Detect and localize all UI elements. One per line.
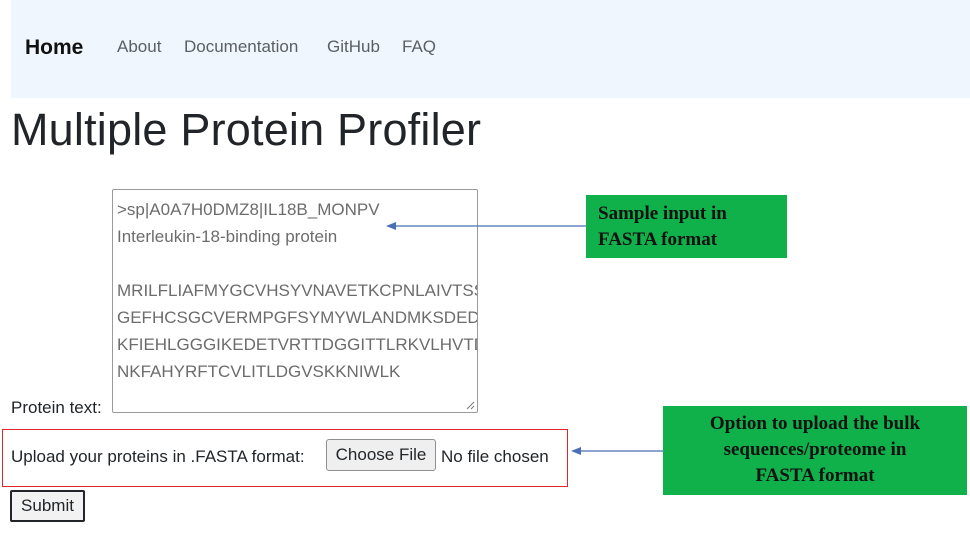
nav-about-link[interactable]: About — [117, 37, 162, 56]
page-title: Multiple Protein Profiler — [11, 104, 482, 155]
navbar: Home About Documentation GitHub FAQ — [11, 0, 970, 98]
placeholder-sequence-line: GEFHCSGCVERMPGFSYMYWLANDMKSDEDT — [117, 308, 478, 327]
sample-input-callout: Sample input in FASTA format — [586, 195, 787, 258]
nav-home-link[interactable]: Home — [25, 36, 84, 59]
nav-github-link[interactable]: GitHub — [327, 37, 380, 56]
arrow-icon — [386, 222, 586, 230]
callout-line: FASTA format — [598, 229, 718, 250]
placeholder-description-line: Interleukin-18-binding protein — [117, 227, 338, 246]
placeholder-sequence-line: KFIEHLGGGIKEDETVRTTDGGITTLRKVLHVTDT — [117, 335, 478, 354]
protein-text-label: Protein text: — [11, 398, 102, 417]
choose-file-button[interactable]: Choose File — [326, 439, 436, 471]
nav-documentation-link[interactable]: Documentation — [184, 37, 299, 56]
callout-line: sequences/proteome in — [723, 439, 907, 460]
arrow-icon — [571, 447, 663, 455]
placeholder-sequence-line: MRILFLIAFMYGCVHSYVNAVETKCPNLAIVTSS — [117, 281, 478, 300]
placeholder-sequence-line: NKFAHYRFTCVLITLDGVSKKNIWLK — [117, 362, 401, 381]
upload-label: Upload your proteins in .FASTA format: — [11, 447, 305, 466]
callout-line: FASTA format — [755, 465, 875, 486]
submit-button[interactable]: Submit — [10, 490, 85, 522]
upload-section: Upload your proteins in .FASTA format: C… — [2, 429, 568, 487]
resize-handle-icon[interactable] — [465, 400, 475, 410]
nav-faq-link[interactable]: FAQ — [402, 37, 437, 56]
callout-line: Sample input in — [598, 203, 727, 224]
bulk-upload-callout: Option to upload the bulk sequences/prot… — [663, 406, 967, 495]
placeholder-header-line: >sp|A0A7H0DMZ8|IL18B_MONPV — [117, 200, 380, 219]
callout-line: Option to upload the bulk — [709, 413, 921, 434]
no-file-chosen-text: No file chosen — [441, 447, 549, 466]
